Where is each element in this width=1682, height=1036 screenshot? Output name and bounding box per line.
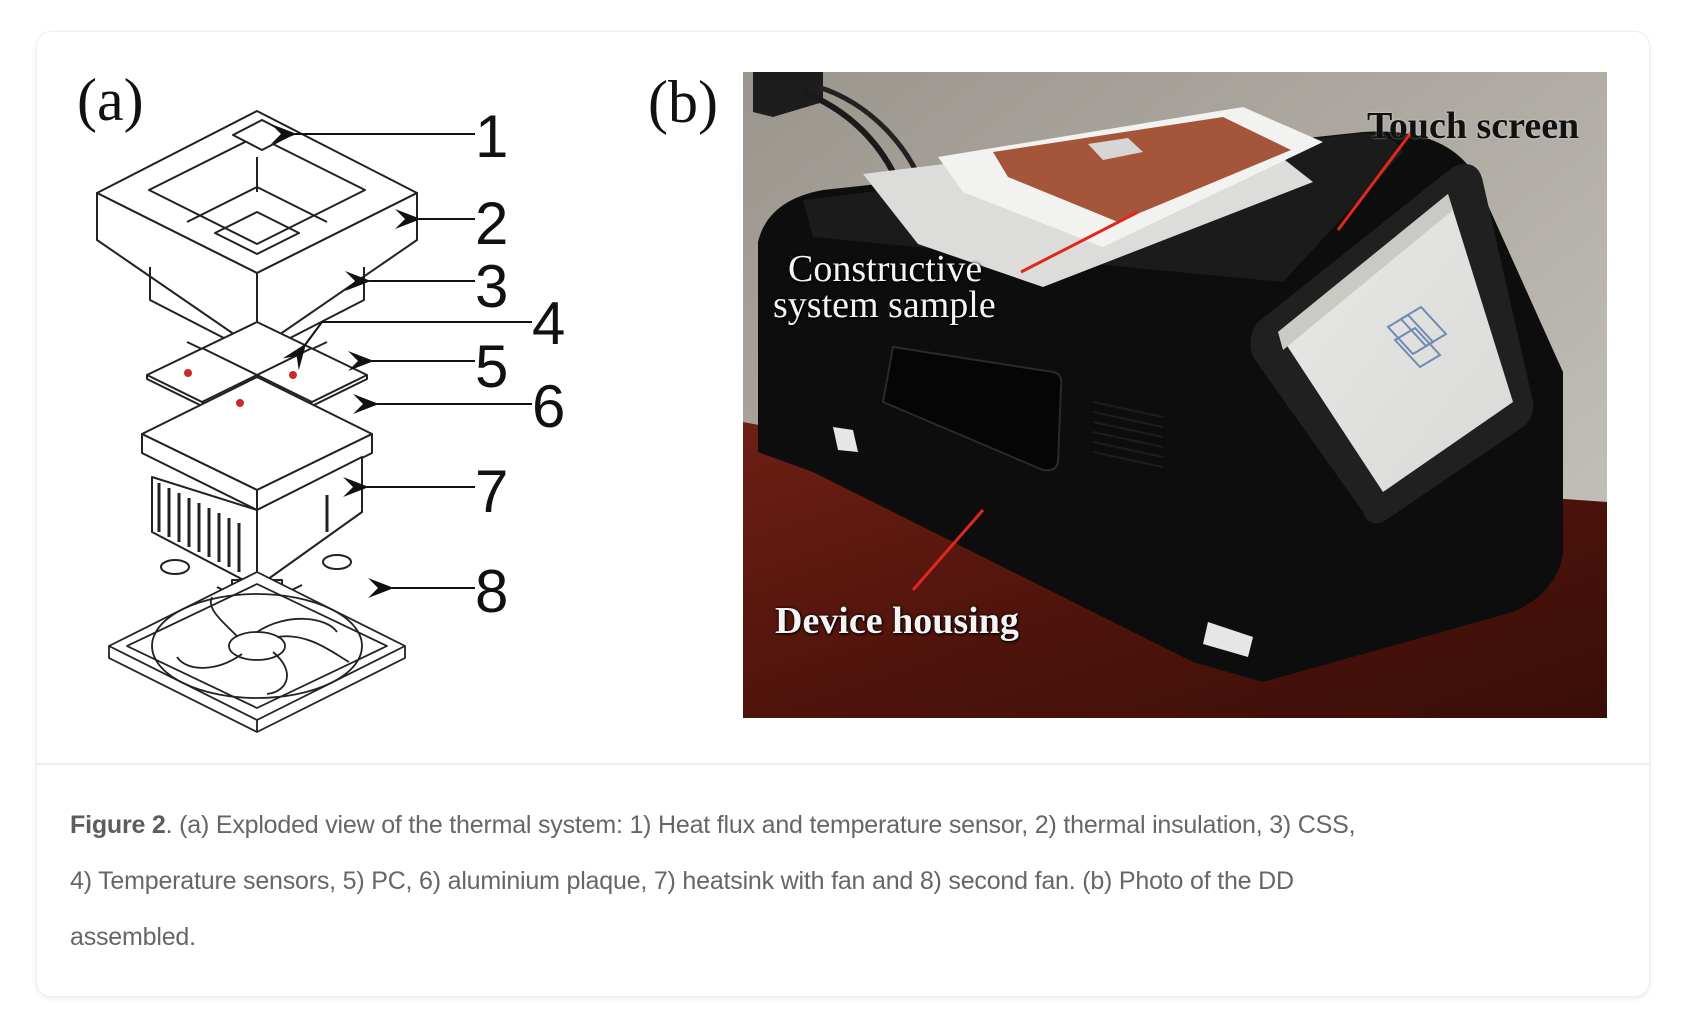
exploded-view-diagram	[96, 110, 532, 733]
panel-b-label: (b)	[648, 69, 718, 135]
label-touch-screen: Touch screen	[1367, 105, 1580, 147]
label-constructive-line2: system sample	[773, 284, 996, 326]
label-constructive-line1: Constructive	[788, 248, 983, 290]
callout-8: 8	[475, 558, 509, 625]
pointer-touch-screen	[1336, 129, 1415, 231]
sensor-dot	[289, 371, 297, 379]
figure-card: (a)	[37, 32, 1649, 996]
figure-caption-divider	[37, 763, 1649, 765]
aluminium-plaque-part	[141, 376, 373, 511]
callout-6: 6	[532, 373, 566, 440]
callout-7: 7	[475, 458, 509, 525]
callout-5: 5	[475, 333, 509, 400]
pointer-constructive	[1020, 210, 1139, 274]
constructive-sample	[993, 117, 1291, 222]
second-fan-part	[108, 571, 406, 733]
figure-area: (a)	[37, 32, 1649, 763]
temperature-sensor-dots	[184, 369, 297, 407]
caption-line-1-text: . (a) Exploded view of the thermal syste…	[165, 811, 1356, 839]
callout-1: 1	[475, 103, 509, 170]
callout-2: 2	[475, 190, 509, 257]
panel-a-label: (a)	[77, 67, 144, 133]
callout-3: 3	[475, 253, 509, 320]
caption-figure-label: Figure 2	[70, 811, 166, 839]
label-device-housing: Device housing	[775, 600, 1019, 642]
device-photo: Constructive system sample Touch screen …	[743, 72, 1607, 718]
callout-4: 4	[532, 290, 566, 357]
sensor-dot	[184, 369, 192, 377]
caption-line-3: assembled.	[70, 923, 196, 951]
thermal-insulation-part	[96, 110, 418, 351]
sensor-dot	[236, 399, 244, 407]
caption-line-1: Figure 2. (a) Exploded view of the therm…	[70, 797, 1630, 853]
heatsink-part	[151, 456, 363, 608]
leader-4	[282, 321, 532, 371]
touch-screen-display	[1278, 194, 1513, 492]
figure-caption: Figure 2. (a) Exploded view of the therm…	[70, 797, 1630, 965]
pointer-device-housing	[911, 509, 985, 591]
caption-line-2: 4) Temperature sensors, 5) PC, 6) alumin…	[70, 867, 1294, 895]
